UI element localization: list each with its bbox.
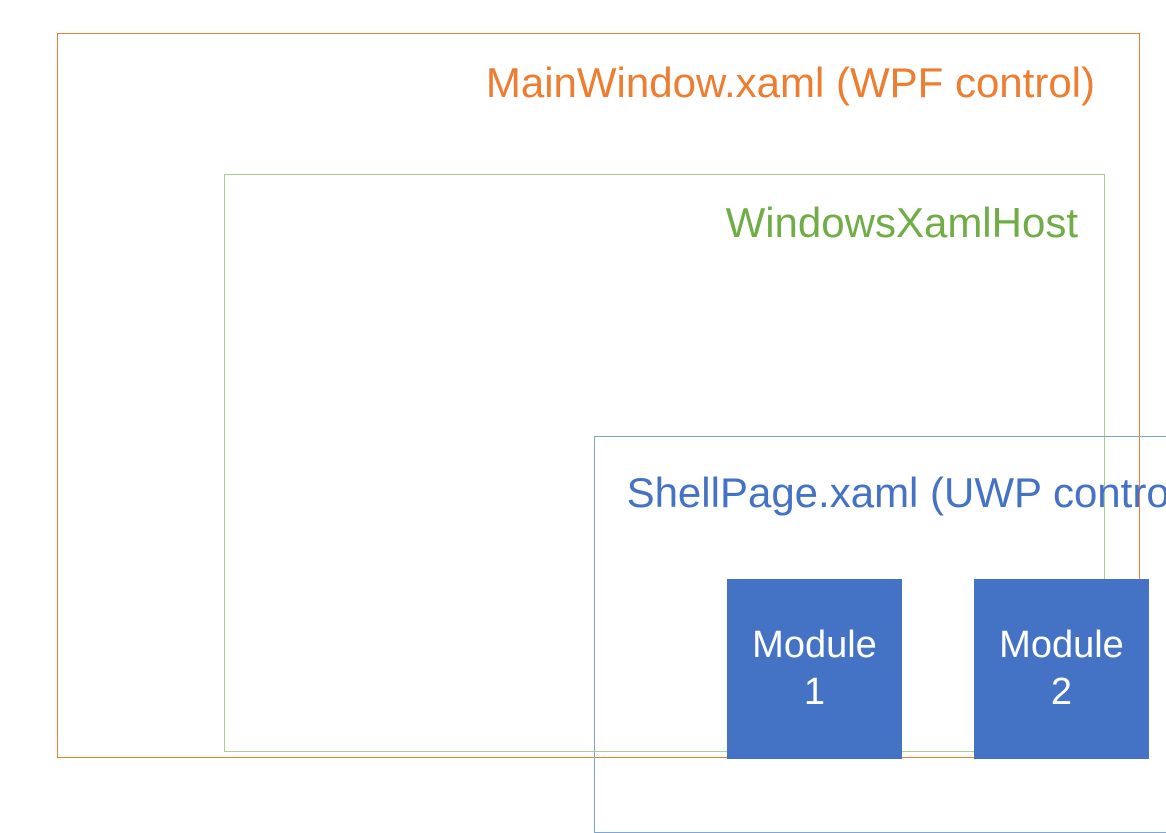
layer-shellpage-uwp: ShellPage.xaml (UWP control) Module 1 Mo…: [594, 436, 1166, 833]
module-1-name: Module: [752, 623, 877, 666]
module-2-number: 2: [1050, 671, 1073, 713]
module-box-2: Module 2: [974, 579, 1149, 759]
layer-label-mainwindow-wpf: MainWindow.xaml (WPF control): [485, 59, 1095, 106]
module-box-1: Module 1: [727, 579, 902, 759]
layer-label-windowsxamlhost: WindowsXamlHost: [725, 199, 1078, 246]
layer-windowsxamlhost: WindowsXamlHost ShellPage.xaml (UWP cont…: [224, 174, 1166, 833]
diagram-canvas: MainWindow.xaml (WPF control) WindowsXam…: [57, 33, 1166, 833]
layer-mainwindow-wpf: MainWindow.xaml (WPF control) WindowsXam…: [57, 33, 1166, 833]
module-2-name: Module: [999, 623, 1124, 666]
layer-label-shellpage-uwp: ShellPage.xaml (UWP control): [626, 469, 1166, 516]
module-1-number: 1: [803, 671, 826, 713]
